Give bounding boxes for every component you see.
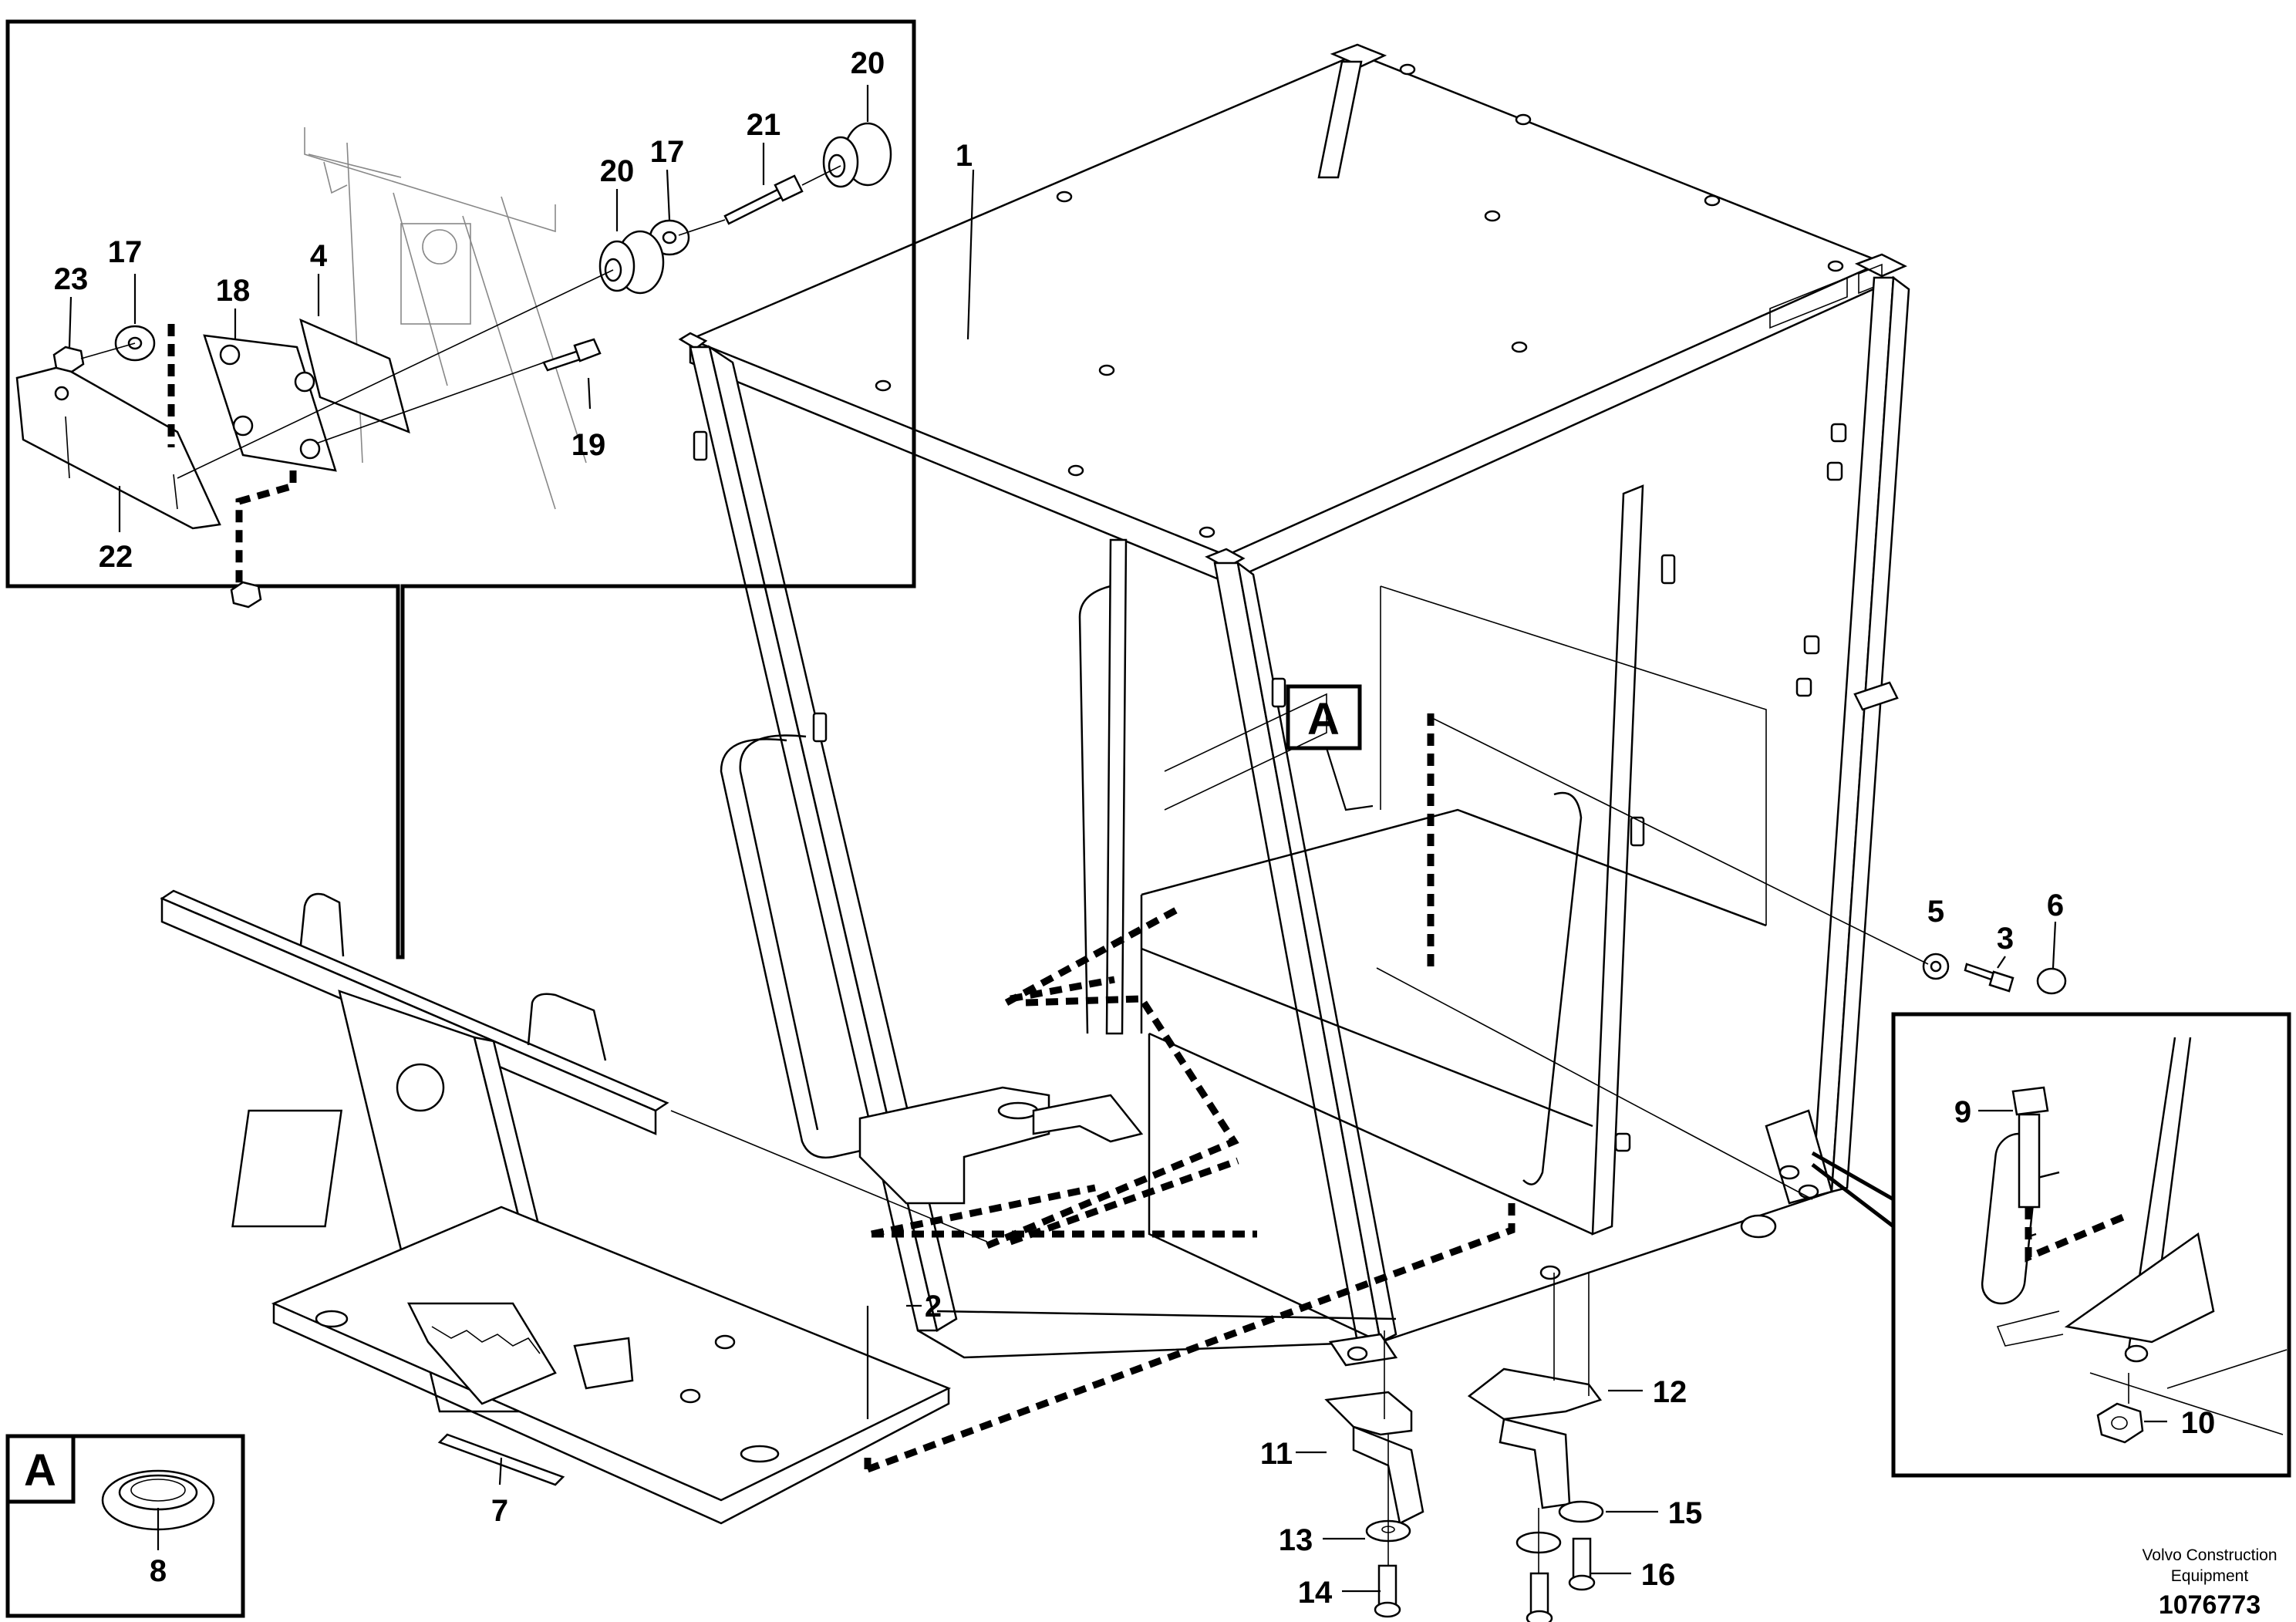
detail-letter-a: A <box>1307 694 1340 744</box>
label-18: 18 <box>216 274 251 308</box>
label-20a: 20 <box>851 46 885 80</box>
label-20b: 20 <box>600 154 635 188</box>
detail-panel-bottom-right <box>1811 1012 2291 1478</box>
label-8: 8 <box>150 1554 167 1588</box>
label-17b: 17 <box>650 135 685 169</box>
footer: Volvo Construction Equipment 1076773 <box>2142 1546 2277 1620</box>
part-labels: 1 2 3 4 5 6 7 8 9 10 11 12 13 14 15 16 1… <box>24 46 2215 1610</box>
legend-letter-a: A <box>24 1445 56 1496</box>
label-19: 19 <box>571 428 606 462</box>
label-11: 11 <box>1260 1437 1293 1471</box>
label-15: 15 <box>1668 1496 1703 1530</box>
label-21: 21 <box>747 108 781 142</box>
detail-a-callout <box>1286 684 1374 811</box>
label-4: 4 <box>310 239 328 273</box>
company-line-1: Volvo Construction <box>2142 1546 2277 1564</box>
cab-frame <box>670 43 1910 1473</box>
label-23: 23 <box>54 262 89 296</box>
label-14: 14 <box>1298 1576 1333 1610</box>
company-line-2: Equipment <box>2171 1567 2249 1585</box>
label-2: 2 <box>925 1290 942 1324</box>
callout-leaders <box>68 85 2167 1593</box>
document-number: 1076773 <box>2159 1590 2261 1620</box>
label-5: 5 <box>1927 895 1944 929</box>
leg-brackets <box>1324 1273 1604 1622</box>
label-22: 22 <box>99 540 133 574</box>
front-frame-assembly <box>160 889 952 1525</box>
label-9: 9 <box>1954 1095 1971 1129</box>
label-13: 13 <box>1279 1523 1313 1557</box>
label-10: 10 <box>2181 1406 2216 1440</box>
label-6: 6 <box>2047 889 2064 922</box>
label-3: 3 <box>1997 922 2014 956</box>
label-17a: 17 <box>108 235 143 269</box>
label-1: 1 <box>956 139 973 173</box>
roof-bolts <box>875 63 1844 538</box>
label-7: 7 <box>491 1494 508 1528</box>
hardware-right <box>1430 717 2067 995</box>
label-16: 16 <box>1641 1558 1676 1592</box>
label-12: 12 <box>1653 1375 1687 1409</box>
detail-panel-top-left <box>5 19 916 959</box>
